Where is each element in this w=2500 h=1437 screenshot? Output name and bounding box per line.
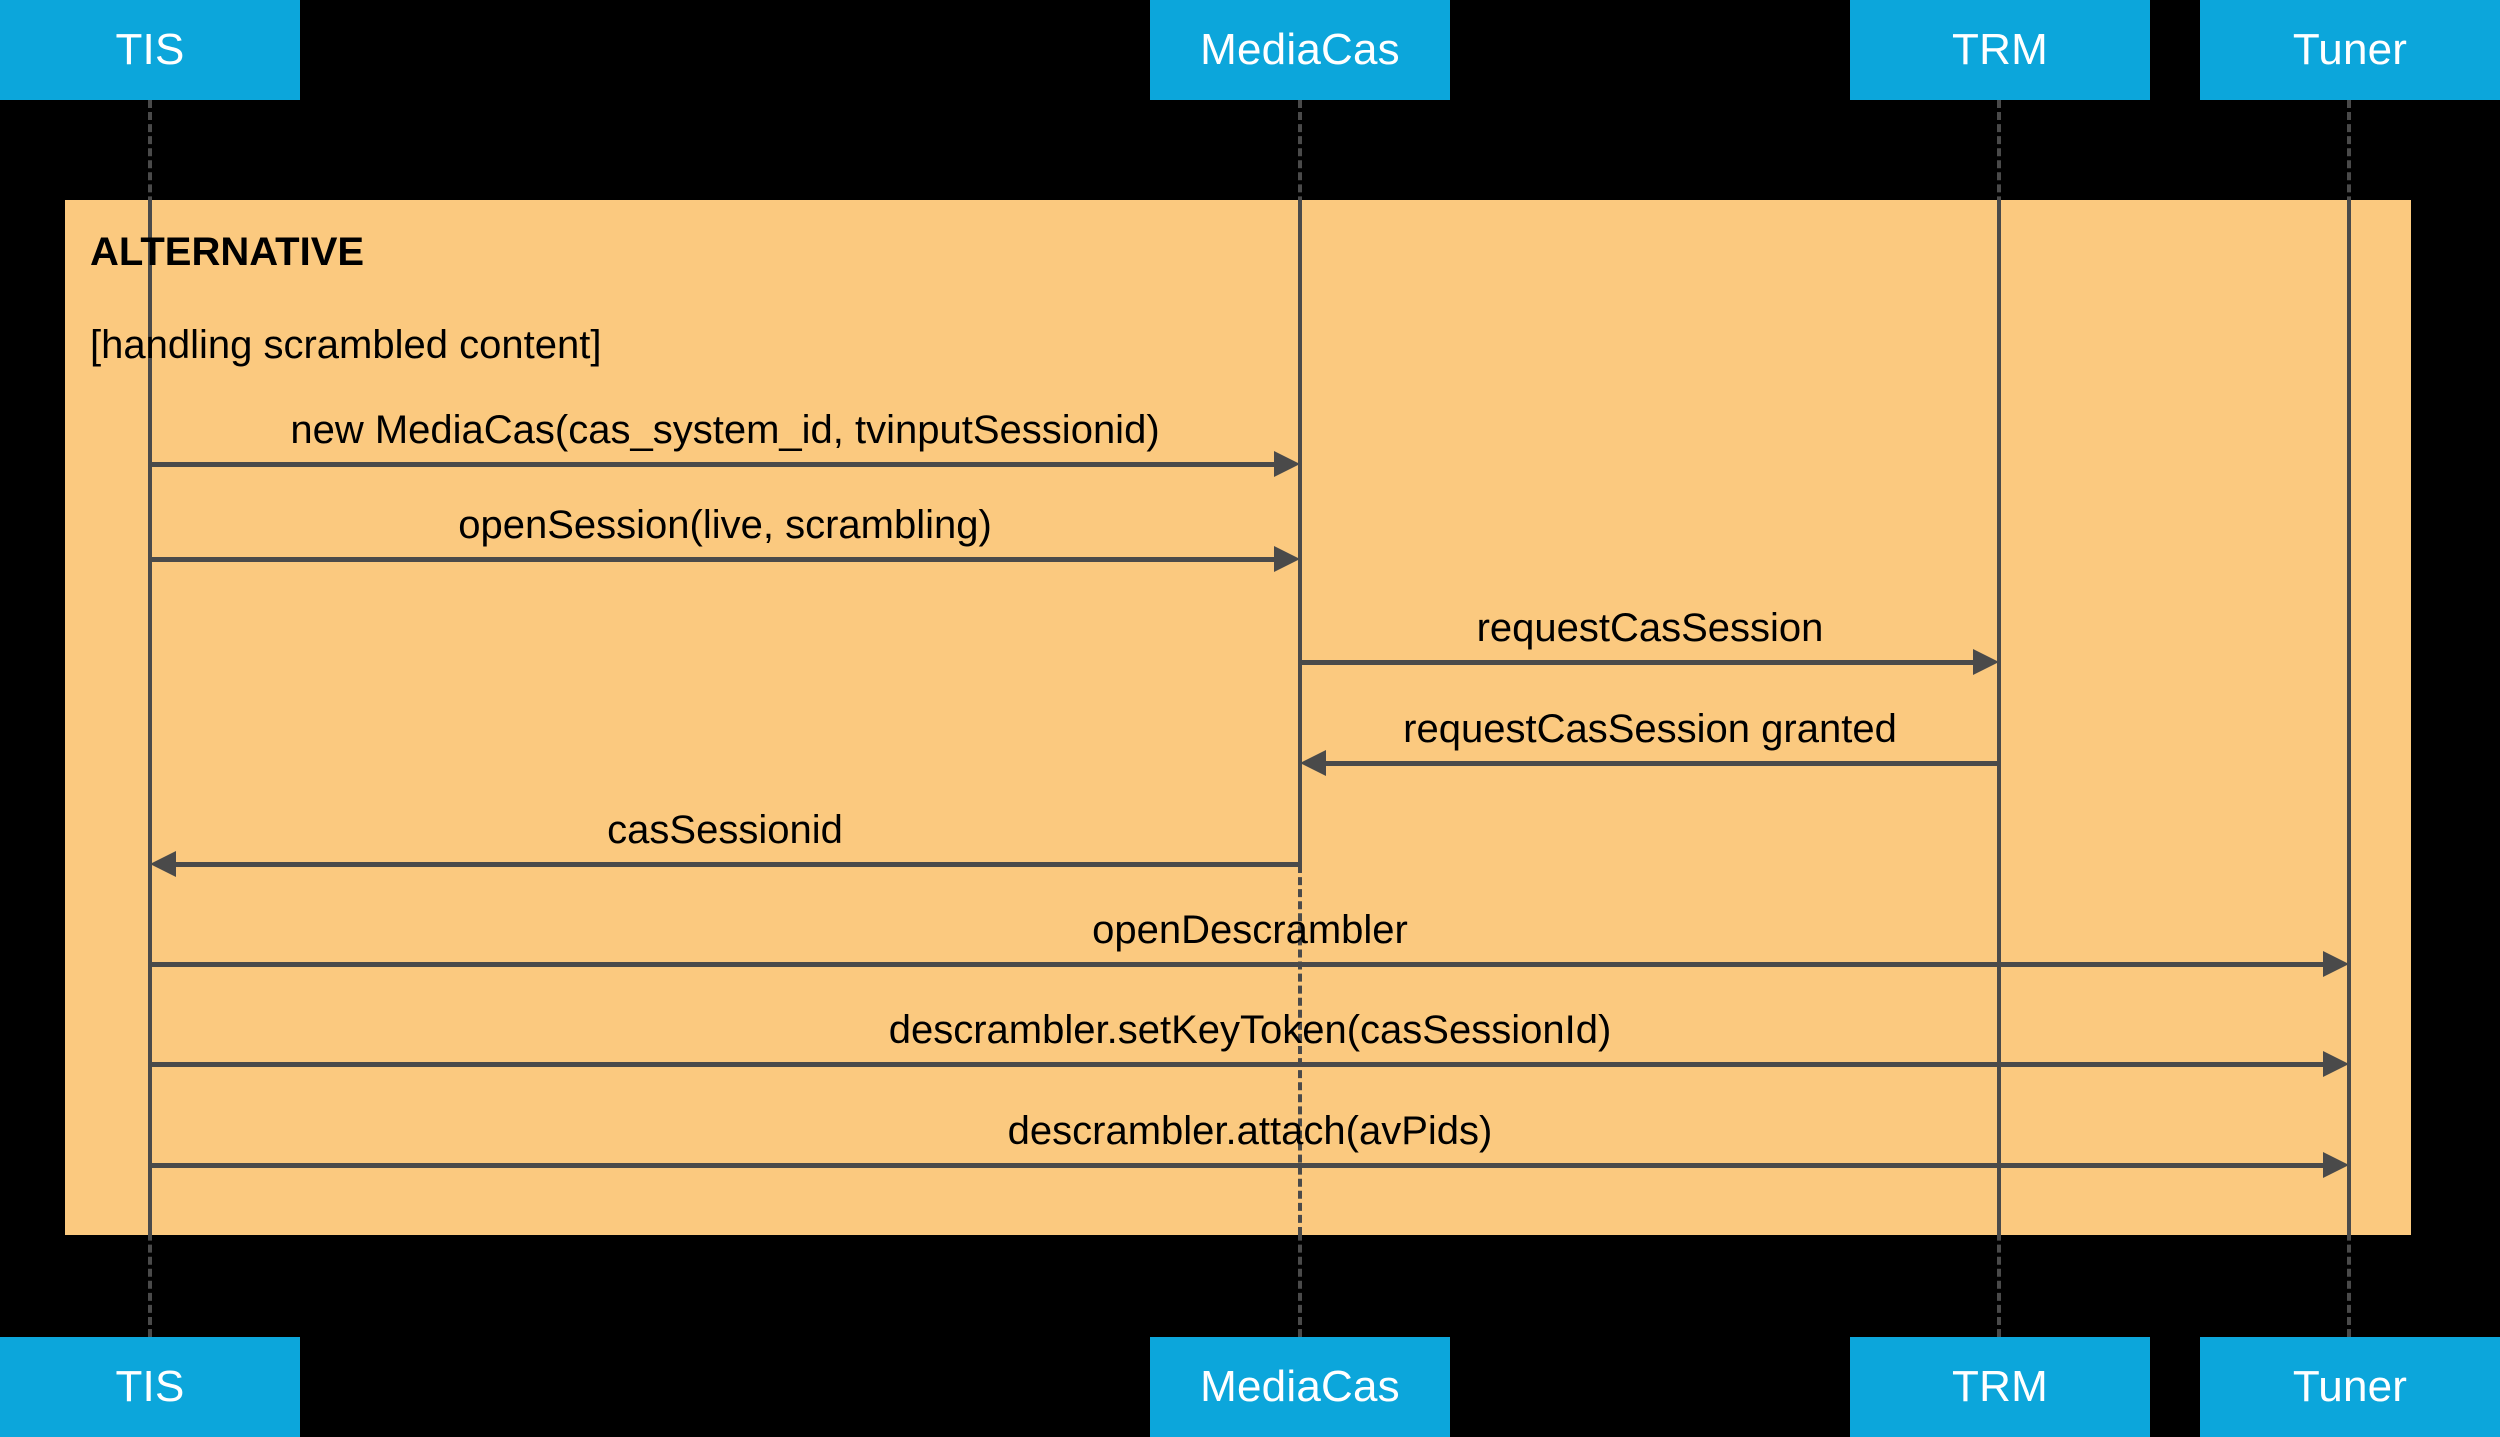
alt-fragment-operator: ALTERNATIVE: [90, 230, 365, 274]
participant-header-trm[interactable]: TRM: [1850, 0, 2150, 100]
message-label-set-key-token: descrambler.setKeyToken(casSessionId): [888, 1008, 1612, 1052]
participant-footer-trm[interactable]: TRM: [1850, 1337, 2150, 1437]
participant-header-tuner[interactable]: Tuner: [2200, 0, 2500, 100]
participant-label-mediacas: MediaCas: [1200, 25, 1400, 74]
message-arrow-2-line: [150, 557, 1287, 562]
lifeline-trm-in-fragment: [1997, 200, 2001, 1235]
message-arrow-2-head: [1274, 546, 1300, 572]
participant-footer-tis[interactable]: TIS: [0, 1337, 300, 1437]
participant-footer-tuner[interactable]: Tuner: [2200, 1337, 2500, 1437]
message-arrow-3-line: [1300, 660, 1986, 665]
alt-fragment-guard: [handling scrambled content]: [90, 323, 602, 367]
participant-footer-mediacas[interactable]: MediaCas: [1150, 1337, 1450, 1437]
lifeline-mediacas-in-fragment: [1298, 200, 1302, 865]
participant-footer-label-tuner: Tuner: [2292, 1362, 2408, 1411]
lifeline-tis-in-fragment: [148, 200, 152, 1235]
lifeline-mediacas-in-fragment-dashed: [1298, 865, 1302, 1235]
message-arrow-6-line: [150, 962, 2336, 967]
message-arrow-4-line: [1313, 761, 1999, 766]
participant-footer-label-trm: TRM: [1952, 1362, 2048, 1411]
message-arrow-1-line: [150, 462, 1287, 467]
message-arrow-6-head: [2323, 951, 2349, 977]
message-arrow-7-line: [150, 1062, 2336, 1067]
message-arrow-3-head: [1973, 649, 1999, 675]
message-arrow-5-head: [150, 851, 176, 877]
message-arrow-7-head: [2323, 1051, 2349, 1077]
participant-header-mediacas[interactable]: MediaCas: [1150, 0, 1450, 100]
participant-footer-label-mediacas: MediaCas: [1200, 1362, 1400, 1411]
message-arrow-8-head: [2323, 1152, 2349, 1178]
message-label-request-cas-session-granted: requestCasSession granted: [1403, 707, 1897, 751]
participant-label-tis: TIS: [115, 25, 185, 74]
message-arrow-8-line: [150, 1163, 2336, 1168]
message-label-request-cas-session: requestCasSession: [1476, 606, 1824, 650]
participant-footer-label-tis: TIS: [115, 1362, 185, 1411]
participant-header-tis[interactable]: TIS: [0, 0, 300, 100]
message-label-cas-sessionid: casSessionid: [607, 808, 843, 852]
lifeline-tuner-in-fragment: [2347, 200, 2351, 1235]
message-label-new-mediacas: new MediaCas(cas_system_id, tvinputSessi…: [290, 408, 1160, 452]
message-label-descrambler-attach: descrambler.attach(avPids): [1007, 1109, 1493, 1153]
message-label-open-descrambler: openDescrambler: [1092, 908, 1408, 952]
message-arrow-1-head: [1274, 451, 1300, 477]
message-label-open-session: openSession(live, scrambling): [458, 503, 992, 547]
participant-label-trm: TRM: [1952, 25, 2048, 74]
message-arrow-4-head: [1300, 750, 1326, 776]
participant-label-tuner: Tuner: [2292, 25, 2408, 74]
message-arrow-5-line: [163, 862, 1300, 867]
